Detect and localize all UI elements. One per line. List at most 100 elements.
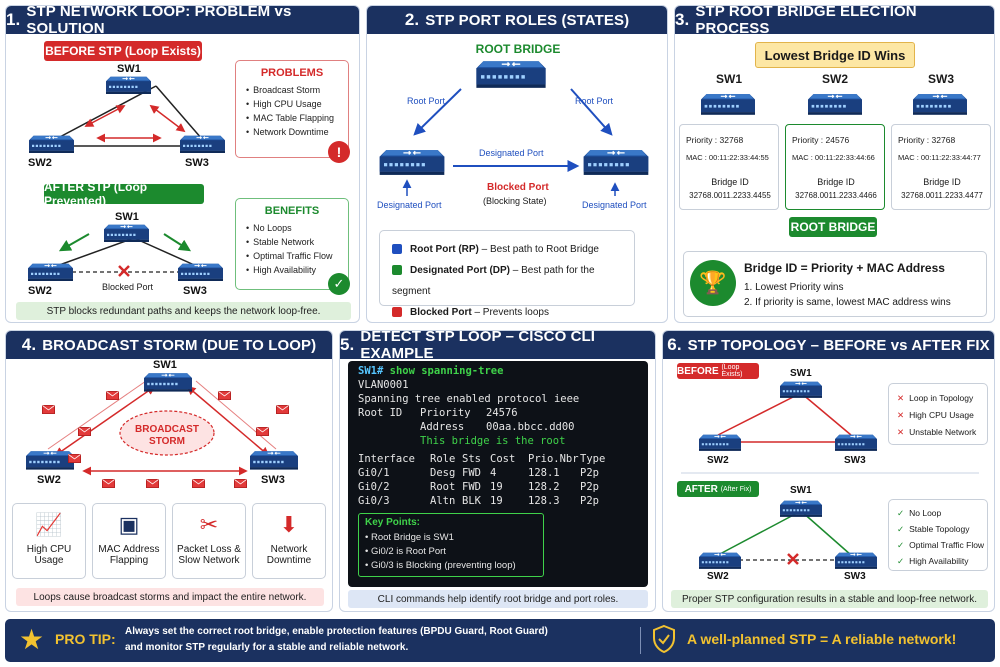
panel-2-header: 2.STP PORT ROLES (STATES) [367,6,667,34]
benefits-card: BENEFITS No LoopsStable NetworkOptimal T… [235,198,350,295]
bridge-id-value: 32768.0011.2233.4477 [901,191,983,200]
cli-table-cell: Gi0/1 [358,467,390,479]
sw3-after-label: SW3 [844,571,866,582]
root-port-right-label: Root Port [575,96,614,106]
shield-icon [653,624,675,654]
problem-item: High CPU Usage [246,97,348,111]
legend-term: Root Port (RP) [410,244,479,255]
legend-swatch [392,265,402,276]
trophy-icon: 🏆 [690,260,736,306]
panel-port-roles: 2.STP PORT ROLES (STATES) ROOT BRIDGE Ro… [366,5,668,323]
x-icon: ✕ [897,410,905,420]
after-tag: AFTER (After Fix) [677,481,759,497]
lowest-bridge-banner: Lowest Bridge ID Wins [755,42,915,68]
after-benefit-item: ✓Stable Topology [897,524,970,534]
sw2-after-label: SW2 [707,571,729,582]
cli-table-cell: 19 [490,481,503,493]
sw1-label: SW1 [153,359,177,371]
legend-item: Designated Port (DP) – Best path for the… [392,260,634,302]
priority: Priority : 24576 [792,135,850,145]
election-rule: 1. Lowest Priority wins [744,282,844,293]
cli-table-cell: P2p [580,481,599,493]
cli-table-header: Type [580,453,606,465]
star-icon: ★ [19,624,45,655]
impact-line-1: High CPU [26,544,72,555]
panel-1-header: 1.STP NETWORK LOOP: PROBLEM vs SOLUTION [6,6,359,37]
cli-table-cell: Desg [430,467,456,479]
impact-line-2: Downtime [266,555,312,566]
x-icon: ✕ [897,393,905,403]
problem-item: Network Downtime [246,125,348,139]
sw2-label: SW2 [37,474,61,486]
port-roles-legend: Root Port (RP) – Best path to Root Bridg… [379,230,635,318]
blocking-state-label: (Blocking State) [483,196,547,206]
problems-list: Broadcast StormHigh CPU UsageMAC Table F… [246,83,348,139]
legend-desc: – Best path to Root Bridge [478,244,599,255]
cli-priority-value: 24576 [486,407,518,419]
sw1-before-label: SW1 [790,368,812,379]
mac: MAC : 00:11:22:33:44:55 [686,153,769,162]
cli-table-cell: 4 [490,467,497,479]
cli-table-cell: Gi0/3 [358,495,390,507]
sw1-after-label: SW1 [115,211,139,223]
before-issue-item: ✕Unstable Network [897,427,977,437]
sw1-label: SW1 [117,63,141,75]
alert-icon: ! [328,141,350,163]
topology-before-after-diagram [681,381,979,570]
panel-broadcast-storm: 4.BROADCAST STORM (DUE TO LOOP) SW1 SW2 … [5,330,333,612]
cli-command: show spanning-tree [383,365,504,377]
legend-term: Designated Port (DP) [410,265,511,276]
divider [640,627,641,654]
panel-5-header: 5.DETECT STP LOOP – CISCO CLI EXAMPLE [340,331,655,362]
sw1-switch-icon [701,93,755,116]
after-benefit-item: ✓Optimal Traffic Flow [897,540,985,550]
panel-4-caption: Loops cause broadcast storms and impact … [16,588,324,606]
check-icon: ✓ [328,273,350,295]
before-issue-item: ✕High CPU Usage [897,410,974,420]
key-point: • Gi0/3 is Blocking (preventing loop) [365,560,516,571]
downtime-icon: ⬇ [279,512,299,537]
sw2-after-label: SW2 [28,285,52,297]
slogan: A well-planned STP = A reliable network! [687,631,957,647]
sw3-before-switch-icon [835,434,877,452]
problem-item: Broadcast Storm [246,83,348,97]
cli-table-cell: 128.2 [528,481,560,493]
root-bridge-badge: ROOT BRIDGE [789,217,877,237]
priority: Priority : 32768 [898,135,956,145]
panel-4-header: 4.BROADCAST STORM (DUE TO LOOP) [6,331,332,359]
key-points-title: Key Points: [365,517,421,528]
panel-cisco-cli: 5.DETECT STP LOOP – CISCO CLI EXAMPLE SW… [339,330,656,612]
packet-loss-icon: ✂ [199,512,219,537]
problem-item: MAC Table Flapping [246,111,348,125]
legend-desc: – Best path for the segment [392,265,595,297]
sw1-after-switch-icon [104,224,149,243]
impact-line-2: Flapping [109,555,149,566]
after-benefits-card: ✓No Loop ✓Stable Topology ✓Optimal Traffic… [888,499,988,571]
cli-address-label: Address [420,421,465,433]
legend-desc: – Prevents loops [471,307,549,318]
cli-table-header: Interface [358,453,415,465]
sw2-after-switch-icon [699,552,741,570]
root-bridge-title: ROOT BRIDGE [475,42,561,56]
cli-table-cell: P2p [580,495,599,507]
cli-table-cell: 128.3 [528,495,560,507]
sw2-switch-icon [808,93,862,116]
bridge-id-value: 32768.0011.2233.4466 [795,191,877,200]
impact-line-2: Usage [34,555,64,566]
legend-swatch [392,244,402,255]
cli-priority-label: Priority [420,407,471,419]
after-stp-label: AFTER STP (Loop Prevented) [44,180,204,208]
legend-term: Blocked Port [410,307,472,318]
after-benefit-item: ✓No Loop [897,508,942,518]
check-icon: ✓ [897,556,905,566]
panel-root-election: 3.STP ROOT BRIDGE ELECTION PROCESS Lowes… [674,5,995,323]
impact-card: ✂Packet Loss &Slow Network [172,503,246,579]
right-switch-icon [583,149,649,176]
cli-table-header: Cost [490,453,516,465]
sw2-switch-icon [29,135,74,154]
